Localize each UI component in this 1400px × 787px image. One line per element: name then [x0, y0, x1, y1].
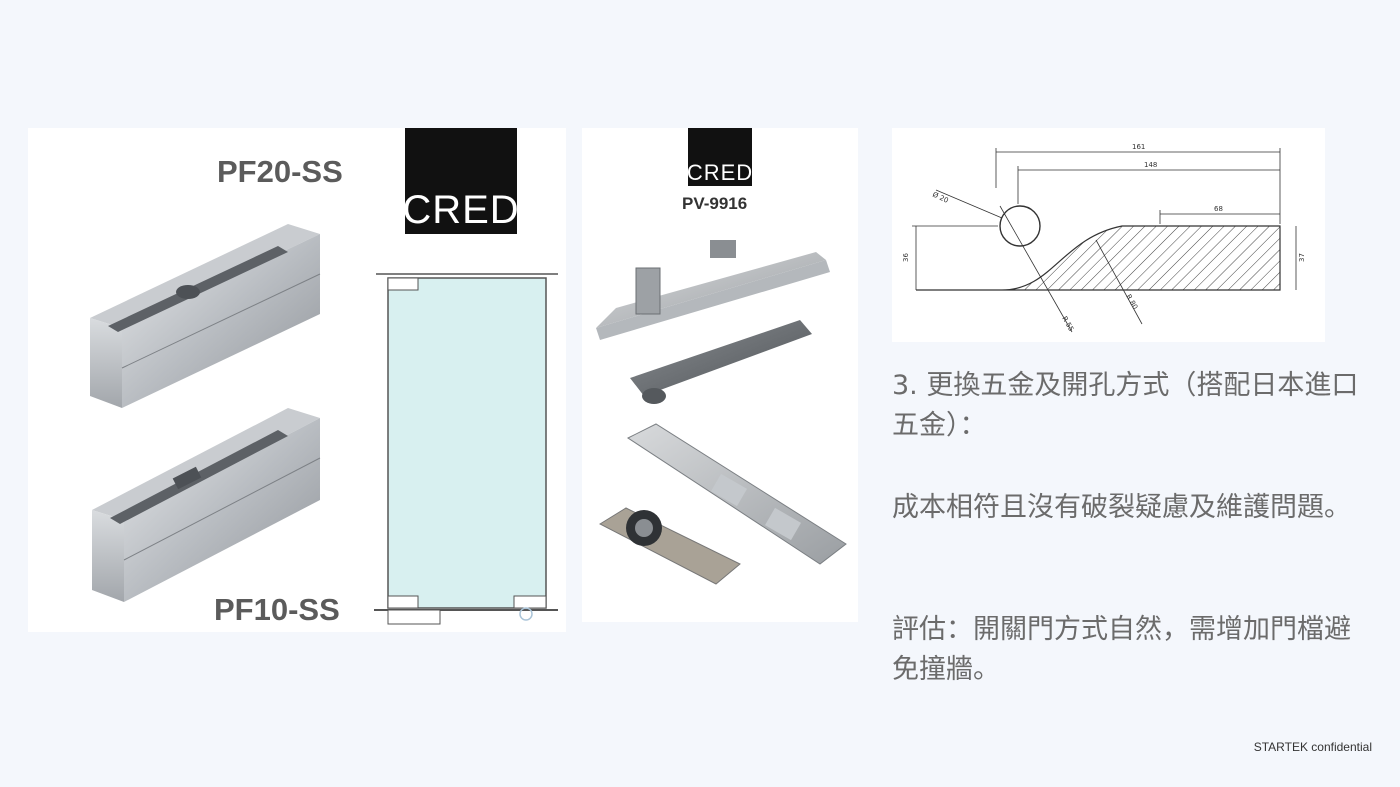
- technical-drawing: 161 148 68 Ø 20 36 37 R 80 R 55: [892, 128, 1325, 342]
- glass-door-diagram: [374, 273, 558, 625]
- confidential-footer: STARTEK confidential: [1253, 740, 1372, 754]
- model-label-pv9916: PV-9916: [682, 194, 748, 213]
- cred-logo-small: CRED: [687, 128, 752, 186]
- model-label-pf20: PF20-SS: [217, 154, 343, 189]
- dim-r80: R 80: [1124, 293, 1139, 311]
- dim-161: 161: [1132, 143, 1145, 151]
- dim-dia20: Ø 20: [931, 191, 949, 205]
- dim-37: 37: [1298, 253, 1306, 262]
- patch-fitting-illustrations: [90, 224, 321, 602]
- dim-68: 68: [1214, 205, 1223, 213]
- text-cost-note: 成本相符且沒有破裂疑慮及維護問題。: [892, 492, 1351, 523]
- pivot-hardware-image: CRED PV-9916: [582, 128, 858, 622]
- dim-148: 148: [1144, 161, 1157, 169]
- fitting-top: [90, 224, 321, 408]
- patch-fittings-image: PF20-SS PF10-SS CRED: [28, 128, 566, 632]
- cred-logo: CRED: [402, 128, 519, 234]
- dim-r55: R 55: [1060, 315, 1075, 333]
- model-label-pf10: PF10-SS: [214, 592, 340, 627]
- text-evaluation: 評估：開關門方式自然，需增加門檔避免撞牆。: [892, 614, 1351, 685]
- fitting-bottom: [92, 408, 321, 602]
- dim-36: 36: [902, 253, 910, 262]
- pivot-parts-illustrations: [596, 240, 847, 585]
- text-hardware-change: 3. 更換五金及開孔方式（搭配日本進口五金）：: [892, 370, 1359, 441]
